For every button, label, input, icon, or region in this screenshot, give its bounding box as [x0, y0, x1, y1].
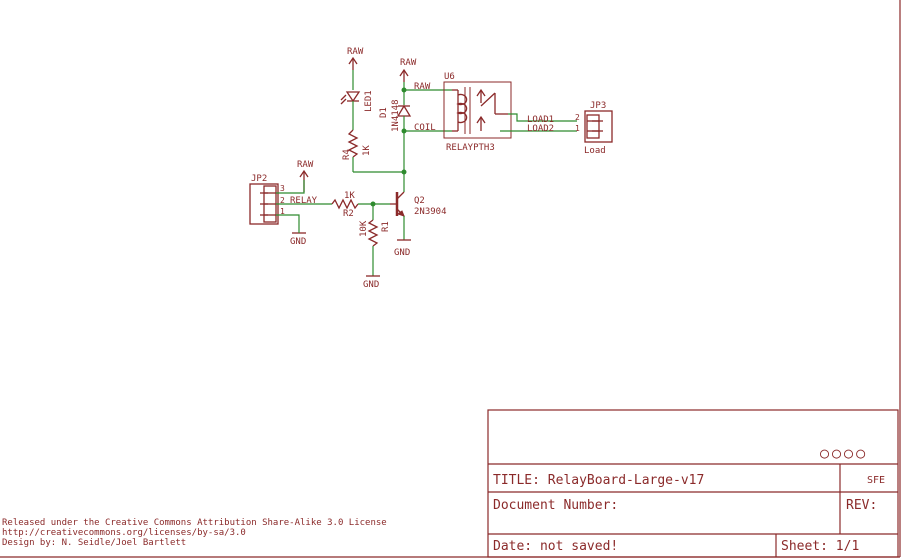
q2-value: 2N3904 — [414, 207, 447, 217]
d1-power-raw: RAW — [399, 58, 417, 82]
document-number-label: Document Number: — [493, 498, 618, 513]
jp2-pin3: 3 — [280, 184, 285, 193]
date-label: Date: not saved! — [493, 539, 618, 554]
jp2-gnd-label: GND — [290, 237, 306, 247]
jp2-pin2: 2 — [280, 196, 285, 205]
jp3-connector[interactable]: JP3 2 1 Load — [575, 101, 613, 156]
r1-value: 10K — [359, 220, 369, 237]
jp2-power-raw: RAW — [297, 160, 314, 192]
jp2-connector[interactable]: JP2 3 2 1 RELAY — [249, 174, 318, 225]
jp3-ref: JP3 — [590, 101, 606, 111]
jp2-ref: JP2 — [251, 174, 267, 184]
q2-ground: GND — [394, 239, 411, 258]
u6-value: RELAYPTH3 — [446, 143, 495, 153]
license-line-2: http://creativecommons.org/licenses/by-s… — [2, 528, 246, 538]
r1-ref: R1 — [381, 221, 391, 232]
jp2-pin1: 1 — [280, 207, 285, 216]
led1-ref: LED1 — [364, 90, 374, 112]
title-block: ○○○○ TITLE: RelayBoard-Large-v17 SFE Doc… — [487, 409, 899, 558]
jp3-pin1: 1 — [575, 124, 580, 133]
u6-pin-raw: RAW — [414, 82, 431, 92]
title-label: TITLE: RelayBoard-Large-v17 — [493, 473, 704, 488]
d1-raw-label: RAW — [400, 58, 417, 68]
d1-value: 1N4148 — [391, 99, 401, 132]
license-line-3: Design by: N. Seidle/Joel Bartlett — [2, 538, 186, 548]
r2-value: 1K — [344, 191, 355, 201]
net-relay-label: RELAY — [290, 196, 318, 206]
sfe-label: SFE — [867, 475, 885, 486]
jp3-pin2: 2 — [575, 113, 580, 122]
r2-resistor[interactable]: 1K R2 — [331, 191, 359, 219]
d1-ref: D1 — [379, 107, 389, 118]
u6-relay[interactable]: U6 RAW COIL RELAYPTH3 — [414, 72, 512, 153]
led1-raw-label: RAW — [347, 47, 364, 57]
title-block-circles: ○○○○ — [820, 444, 868, 462]
jp3-value: Load — [584, 146, 606, 156]
r4-resistor[interactable]: R4 1K — [342, 129, 372, 160]
q2-transistor[interactable]: Q2 2N3904 — [390, 191, 447, 217]
jp2-raw-label: RAW — [297, 160, 314, 170]
u6-ref: U6 — [444, 72, 455, 82]
license-line-1: Released under the Creative Commons Attr… — [2, 518, 387, 528]
r1-ground: GND — [363, 275, 380, 290]
net-load1-label: LOAD1 — [527, 115, 554, 125]
rev-label: REV: — [846, 498, 877, 513]
r4-ref: R4 — [342, 149, 352, 160]
q2-ref: Q2 — [414, 196, 425, 206]
led1-power-raw: RAW — [347, 47, 364, 70]
r1-gnd-label: GND — [363, 280, 379, 290]
sheet-label: Sheet: 1/1 — [781, 539, 859, 554]
r2-ref: R2 — [343, 209, 354, 219]
led1-diode[interactable]: LED1 — [340, 90, 374, 112]
r4-value: 1K — [362, 145, 372, 156]
license-notice: Released under the Creative Commons Attr… — [2, 518, 387, 548]
r1-resistor[interactable]: 10K R1 — [359, 219, 391, 247]
q2-gnd-label: GND — [394, 248, 410, 258]
d1-diode[interactable]: D1 1N4148 — [379, 99, 412, 132]
u6-pin-coil: COIL — [414, 123, 436, 133]
jp2-ground: GND — [290, 232, 306, 247]
net-load2-label: LOAD2 — [527, 124, 554, 134]
